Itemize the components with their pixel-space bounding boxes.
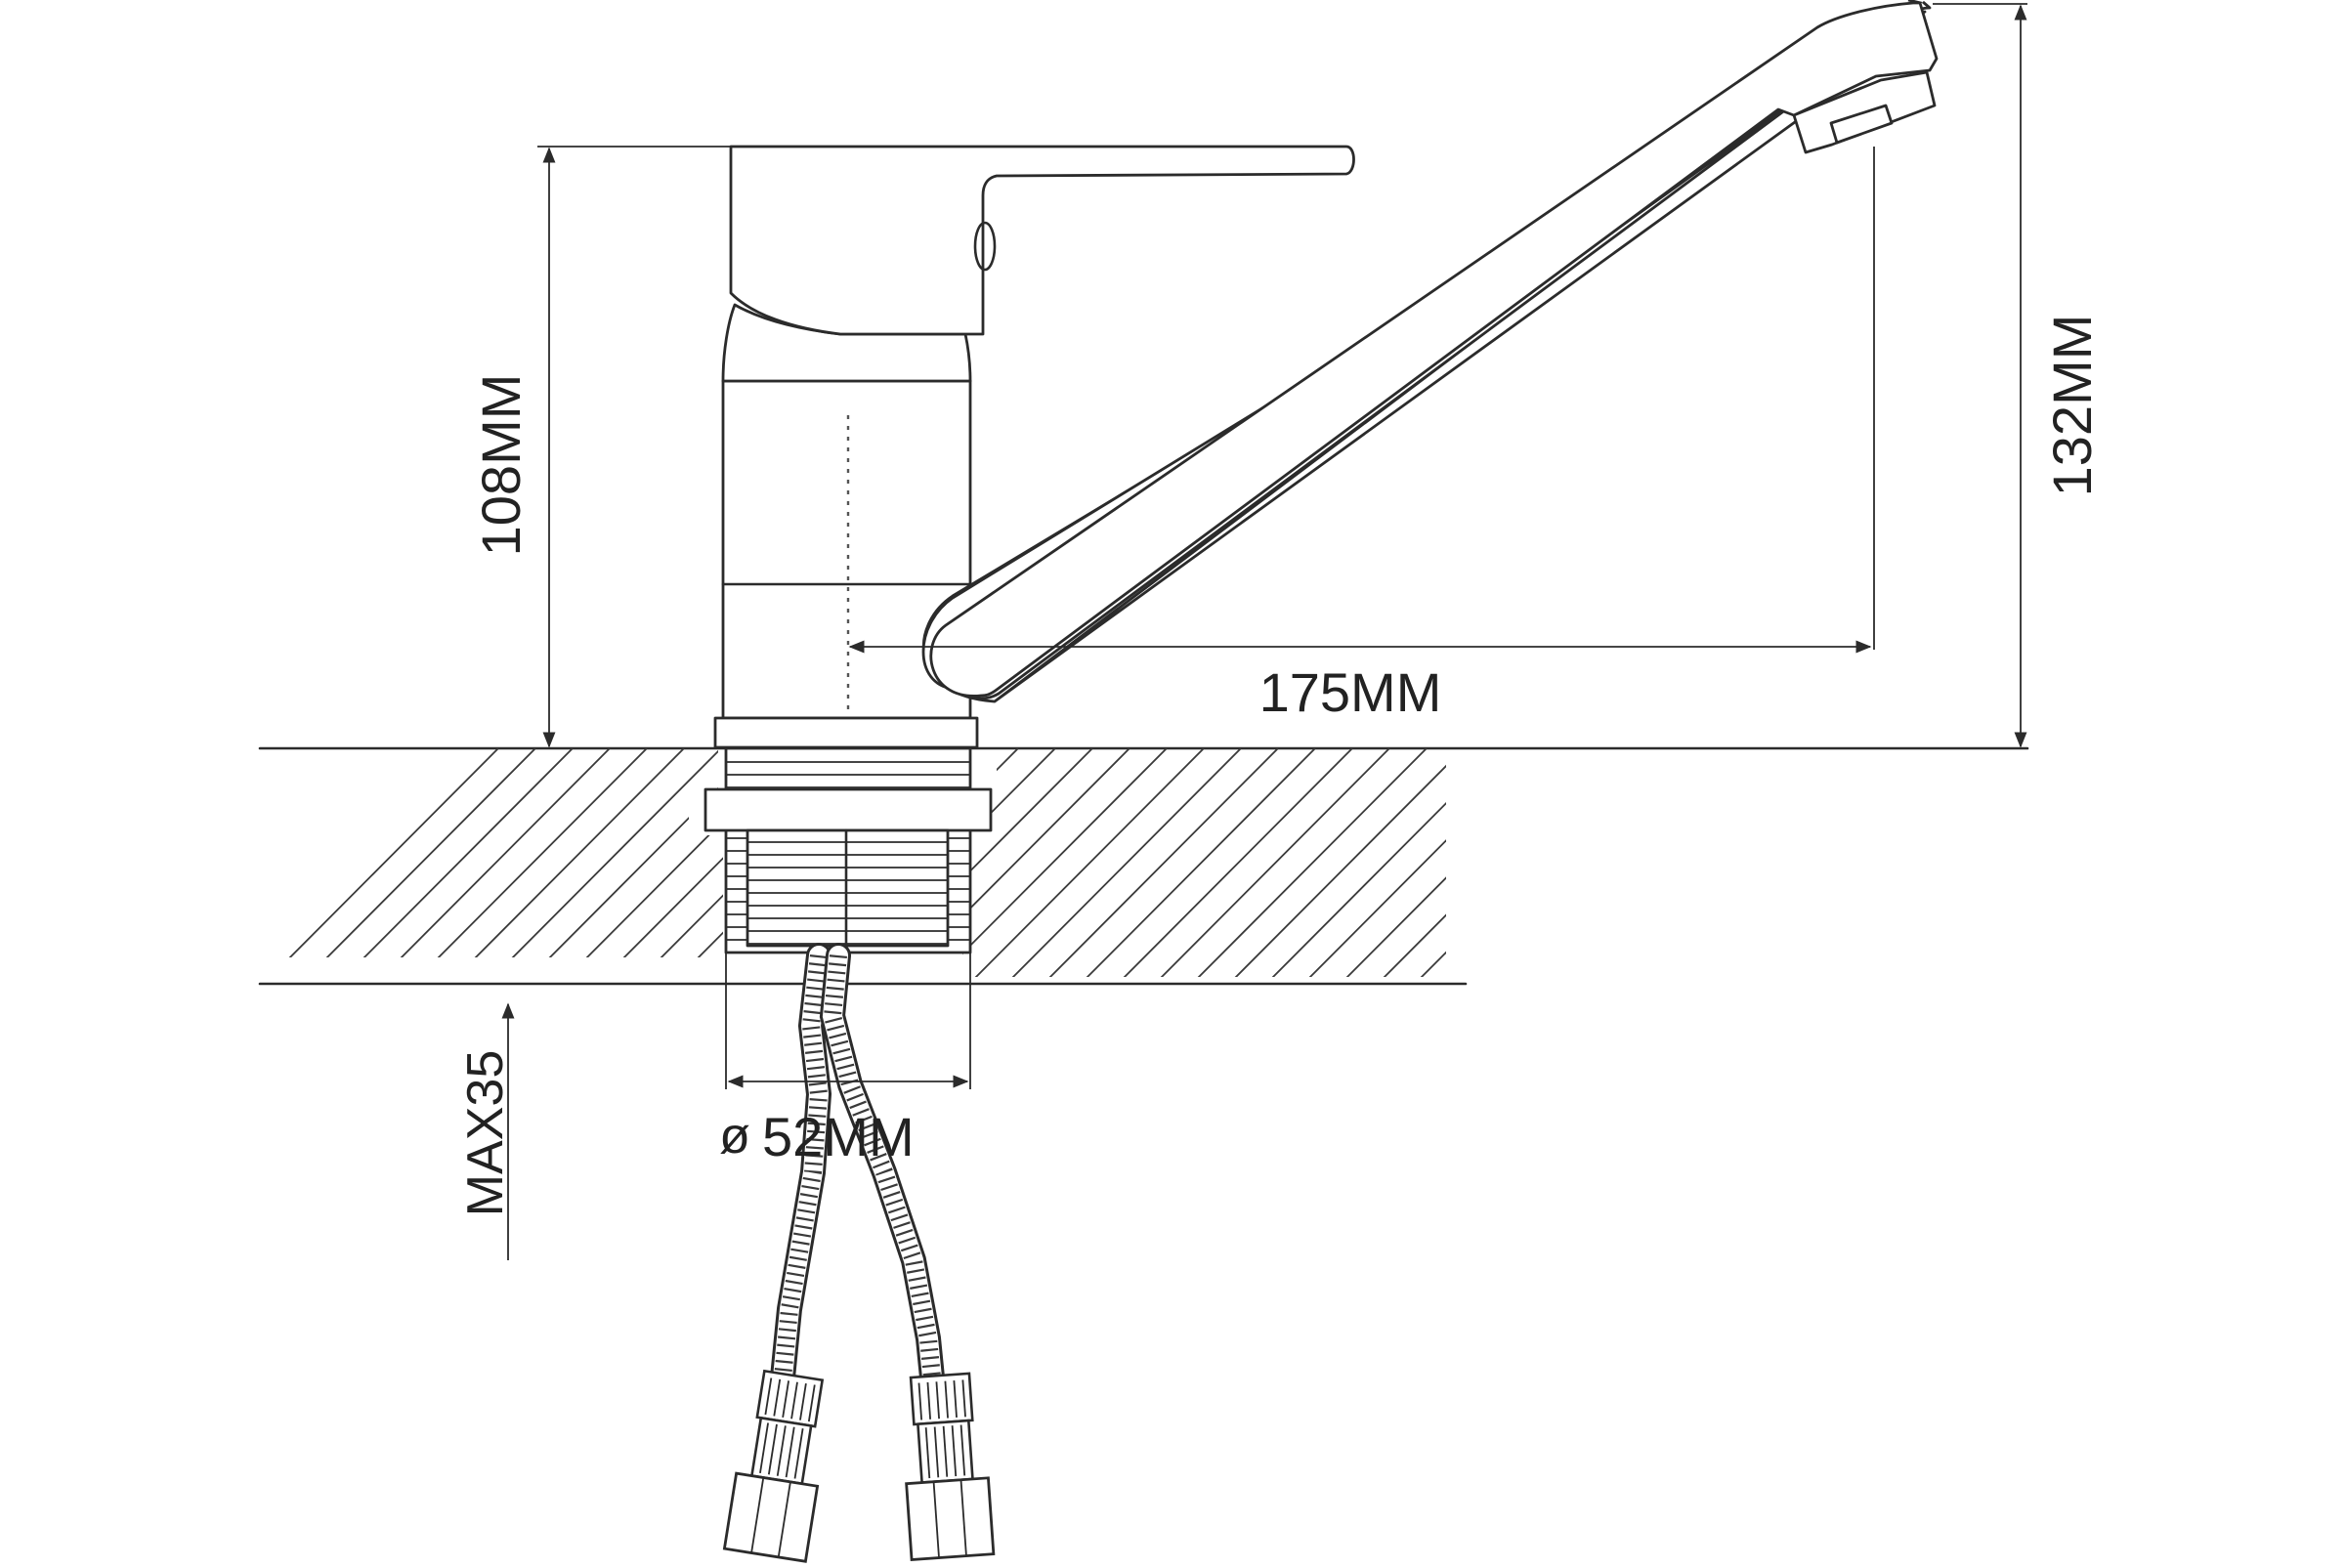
spout-clean [929,1,1939,698]
hatch-line [1526,748,1761,984]
fitting-hex-edge [750,1477,765,1553]
hatch-line [1191,748,1428,977]
fitting-neck-rib [759,1422,769,1474]
hose-corrugation [823,954,942,1388]
spout-main [929,1,1939,698]
label-175mm: 175MM [1259,661,1442,723]
body-upper-taper [721,303,972,383]
fitting-rib [961,1379,966,1418]
fitting-neck-rib [776,1425,787,1476]
hatch-line [1452,748,1686,984]
countertop [258,746,2029,986]
hatch-line [1005,748,1242,977]
hatch-line [1712,748,1946,984]
dimension-lines [501,3,2027,1260]
hatch-line [1228,748,1446,977]
hatch-line [1043,748,1279,977]
countertop-hatching [263,748,1983,984]
fitting-hex-edge [777,1481,791,1558]
hatch-line [523,748,759,977]
dimension-labels: 108MM 132MM 175MM ø 52MM MAX35 [457,315,2103,1217]
aerator-outlet [1829,104,1894,145]
fitting-hex-nut [905,1476,996,1561]
hatch-line [263,748,499,977]
lever-knob [973,221,997,272]
fitting-hex-edge [932,1481,940,1558]
fitting-neck-rib [959,1424,966,1476]
hose-corrugation [773,954,829,1388]
label-108mm: 108MM [470,374,532,557]
fitting-neck-rib [951,1425,958,1477]
fitting-neck-rib [933,1426,940,1478]
fitting-rib [926,1381,931,1420]
fitting-hex-edge [959,1479,967,1556]
fitting-rib [782,1380,789,1418]
label-diameter-symbol: ø [719,1108,750,1165]
hatch-line [1600,748,1835,984]
flexible-hoses [722,943,996,1563]
fitting-neck-rib [942,1425,949,1477]
label-max35: MAX35 [457,1050,514,1217]
mounting-nut [746,828,950,948]
hatch-line [1302,748,1446,977]
hatch-line [1265,748,1446,977]
fitting-hex-nut [722,1471,820,1563]
hatch-line [968,748,1205,977]
hatch-line [1117,748,1353,977]
hose-right [819,943,946,1400]
hatch-line [1080,748,1316,977]
label-132mm: 132MM [2041,315,2103,497]
hose-fitting-right [905,1372,996,1561]
hatch-line [1638,748,1872,984]
fitting-rib [935,1381,940,1420]
hatch-line [486,748,722,977]
hatch-line [1377,748,1446,977]
mounting-nut-ribs [747,841,948,945]
hatch-line [337,748,574,977]
fitting-neck-rib [785,1426,795,1478]
fitting-rib [790,1381,798,1420]
fitting-rib [944,1380,949,1419]
fitting-rib [807,1384,816,1422]
hatch-line [374,748,611,977]
base-ring [713,716,979,749]
hatch-line [1489,748,1724,984]
hose-left [769,943,832,1400]
hatch-line [411,748,648,977]
fitting-rib [773,1378,782,1417]
hatch-line [448,748,685,977]
mounting-assembly [704,746,993,954]
fitting-rib [764,1377,773,1416]
hatch-line [300,748,536,977]
hatch-line [1340,748,1446,977]
fitting-neck-rib [924,1427,931,1479]
hatch-line [1563,748,1798,984]
faucet-body [713,145,1355,749]
fitting-rib [953,1379,958,1418]
lever-handle [729,145,1355,336]
fitting-rib [799,1382,807,1420]
hose-fitting-left [722,1369,825,1563]
fitting-neck-rib [793,1428,804,1479]
fitting-rib [917,1382,923,1420]
hatch-line [1154,748,1390,977]
hatch-line [1675,748,1909,984]
label-52mm: 52MM [762,1106,915,1167]
hatch-line [1749,748,1983,984]
fitting-neck-rib [767,1423,778,1475]
hatch-line [1414,748,1446,977]
lock-washer [704,787,993,832]
